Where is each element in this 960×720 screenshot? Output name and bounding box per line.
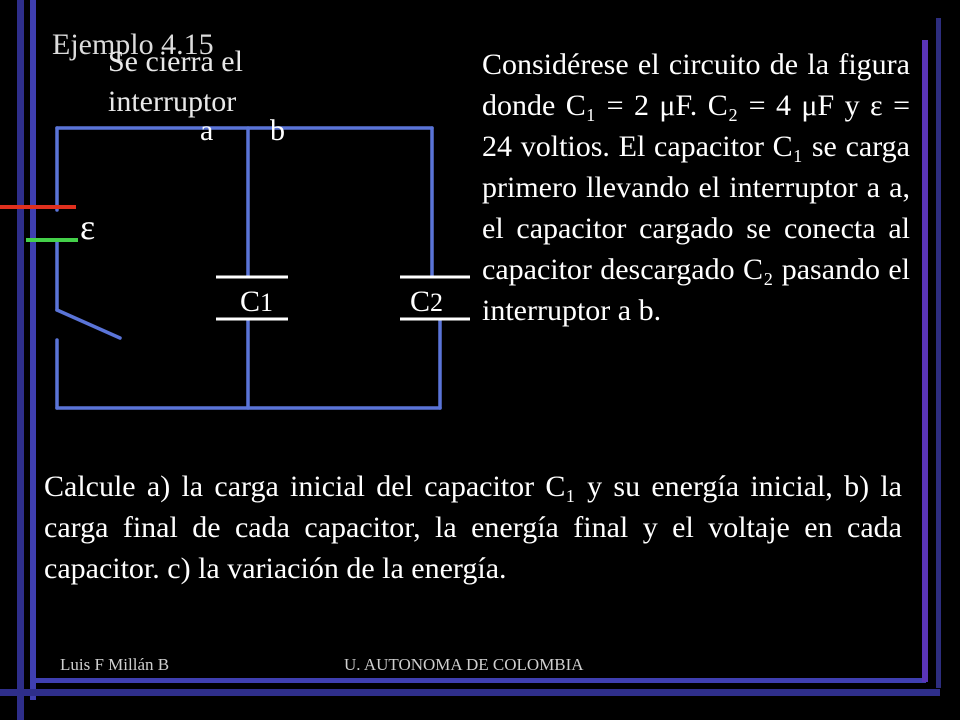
c2-label: C2	[410, 285, 443, 319]
footer-author: Luis F Millán B	[60, 655, 170, 674]
frame-right-bar-2	[936, 18, 941, 688]
emf-symbol: ε	[80, 207, 96, 247]
c1-label: C1	[240, 285, 273, 319]
c1-label-letter: C	[240, 285, 261, 318]
c1-label-sub: 1	[260, 288, 274, 317]
frame-left-bar	[17, 0, 24, 720]
questions-text: Calcule a) la carga inicial del capacito…	[44, 470, 902, 585]
node-a-label: a	[200, 114, 214, 147]
frame-bottom-bar	[0, 689, 940, 696]
frame-bottom-bar-2	[36, 678, 926, 683]
subtitle-line1: Se cierra el	[108, 45, 243, 78]
frame-right-bar	[922, 40, 928, 682]
problem-statement: Considérese el circuito de la figura don…	[482, 48, 910, 327]
circuit-diagram	[0, 126, 470, 410]
frame-left-bar-2	[30, 0, 36, 700]
footer-institution: U. AUTONOMA DE COLOMBIA	[344, 655, 584, 674]
slide-title: Ejemplo 4.15	[52, 28, 214, 61]
node-b-label: b	[270, 114, 285, 147]
subtitle-line2: interruptor	[108, 85, 237, 118]
switch-lever	[55, 308, 122, 340]
c2-label-sub: 2	[430, 288, 444, 317]
c2-label-letter: C	[410, 285, 431, 318]
slide-subtitle: Se cierra el interruptor	[108, 42, 243, 122]
